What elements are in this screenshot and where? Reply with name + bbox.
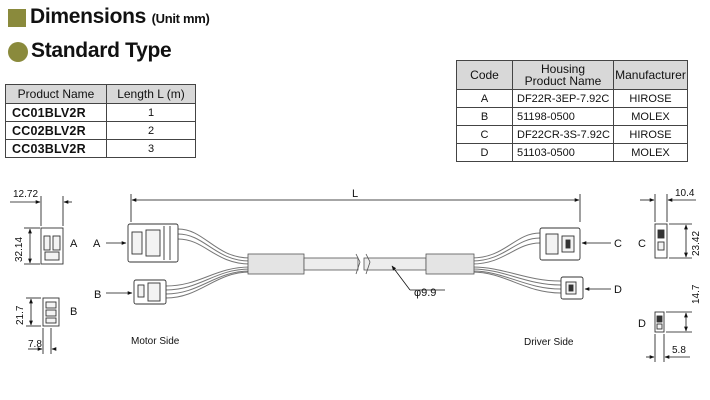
driver-wires [471,232,562,294]
table-row: D 51103-0500 MOLEX [456,143,688,162]
diameter-leader [391,265,445,291]
motor-wires [165,228,251,299]
product-name-cell: CC03BLV2R [5,139,107,158]
maker-cell: MOLEX [613,143,688,162]
product-name-header: Product Name [5,84,107,104]
detail-b-label: B [70,306,77,318]
detail-a-dimensions [10,196,72,265]
detail-d [654,311,665,333]
code-table: Code Housing Product Name Manufacturer A… [456,60,688,162]
dim-c-height: 23.42 [691,231,702,256]
detail-c-dimensions [640,194,696,259]
housing-header: Housing Product Name [512,60,614,90]
section-subtitle: Standard Type [31,39,172,62]
table-row: CC02BLV2R 2 [5,121,196,140]
connector-d [560,276,584,300]
dim-c-width: 10.4 [675,188,695,199]
motor-side-label: Motor Side [131,336,180,347]
table-row: B 51198-0500 MOLEX [456,107,688,126]
connector-c [539,227,581,261]
detail-a [40,227,64,265]
dim-b-height: 21.7 [15,305,26,325]
manufacturer-header: Manufacturer [613,60,688,90]
connector-a-label: A [93,238,101,250]
dim-a-width: 12.72 [13,189,38,200]
detail-d-dimensions [646,311,692,362]
housing-cell: 51103-0500 [512,143,614,162]
dim-d-height: 14.7 [691,284,702,304]
product-name-cell: CC02BLV2R [5,121,107,140]
detail-c-label: C [638,238,646,250]
unit-label: (Unit mm) [151,11,210,26]
table-row: CC03BLV2R 3 [5,139,196,158]
dim-a-height: 32.14 [14,237,25,262]
diameter-label: φ9.9 [414,287,436,299]
connector-b [133,279,167,305]
length-header: Length L (m) [106,84,196,104]
connector-b-label: B [94,289,101,301]
main-cable [247,253,475,275]
detail-d-label: D [638,318,646,330]
connector-c-label: C [614,238,622,250]
length-dimension [130,194,581,222]
detail-c [654,223,668,259]
maker-cell: MOLEX [613,107,688,126]
product-table: Product Name Length L (m) CC01BLV2R 1 CC… [5,84,196,158]
code-header: Code [456,60,513,90]
section-marker-circle [8,42,28,62]
detail-a-label: A [70,238,78,250]
length-cell: 3 [106,139,196,158]
detail-b-dimensions [26,297,57,354]
detail-b [42,297,60,327]
dim-d-width: 5.8 [672,345,686,356]
page-title: Dimensions (Unit mm) [30,5,210,28]
dim-b-width: 7.8 [28,339,42,350]
connector-d-label: D [614,284,622,296]
maker-cell: HIROSE [613,125,688,144]
connector-a [127,223,179,263]
driver-side-label: Driver Side [524,337,574,348]
length-label: L [352,188,358,200]
section-marker-square [8,9,26,27]
